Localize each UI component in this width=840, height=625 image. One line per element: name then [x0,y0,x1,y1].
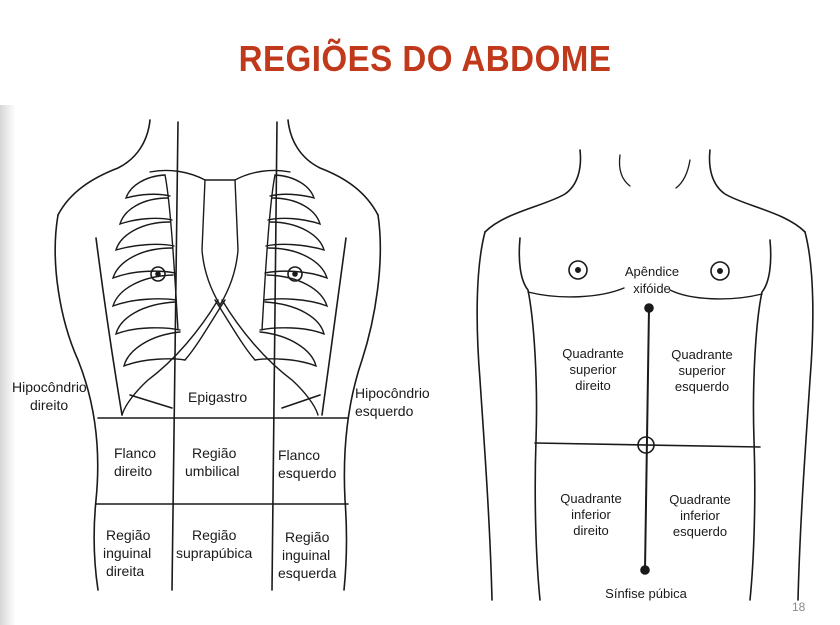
left-neck-right [57,119,151,216]
label-hipocondrio-direito-1: Hipocôndrio [12,379,87,395]
label-quadrante-superior-direito-3: direito [575,378,610,393]
label-quadrante-superior-esquerdo-3: esquerdo [675,379,729,394]
hipocondrio-pointer-right [129,394,173,409]
label-quadrante-inferior-esquerdo-2: inferior [680,508,720,523]
label-flanco-direito-1: Flanco [114,445,156,461]
left-neck-left [287,119,379,216]
label-quadrante-inferior-direito-3: direito [573,523,608,538]
label-quadrante-inferior-direito-1: Quadrante [560,491,621,506]
label-regiao-inguinal-direita-3: direita [106,563,144,579]
label-regiao-inguinal-esquerda-1: Região [285,529,330,545]
left-torso-left [321,237,347,416]
right-arm-crease-left [749,239,772,601]
label-sinfise-pubica: Sínfise púbica [605,586,687,601]
left-figure-nipple-left-dot [292,271,298,277]
quadrant-horizontal-line [534,442,761,448]
label-apendice-xifoide-1: Apêndice [625,264,679,279]
label-epigastro: Epigastro [188,389,247,405]
sternum [201,179,239,307]
label-regiao-inguinal-direita-2: inguinal [103,545,151,561]
right-arm-crease-right [518,237,541,601]
label-quadrante-superior-direito-2: superior [570,362,618,377]
costal-margin-right [121,299,219,416]
label-quadrante-inferior-direito-2: inferior [571,507,611,522]
clavicle-right [149,169,206,181]
label-regiao-inguinal-esquerda-2: inguinal [282,547,330,563]
label-regiao-umbilical-1: Região [192,445,237,461]
pectoral-line-left [669,289,763,300]
right-figure [476,149,814,601]
pubic-symphysis-point [640,565,650,575]
left-outline-right [54,214,99,591]
ribcage-left [214,174,329,368]
label-hipocondrio-esquerdo-2: esquerdo [355,403,414,419]
pectoral-line-right [527,287,625,298]
left-figure-labels: Hipocôndrio direito Epigastro Hipocôndri… [12,379,430,581]
right-neck-right [484,149,582,233]
label-regiao-suprapubica-2: suprapúbica [176,545,252,561]
costal-margin-left [221,299,319,416]
label-quadrante-superior-esquerdo-2: superior [679,363,727,378]
label-regiao-inguinal-direita-1: Região [106,527,151,543]
label-hipocondrio-esquerdo-1: Hipocôndrio [355,385,430,401]
quadrant-vertical-line [644,307,650,571]
umbilicus-marker [637,436,655,454]
label-regiao-umbilical-2: umbilical [185,463,239,479]
right-figure-nipple-right [568,260,588,280]
right-outline-right [476,231,493,601]
page-title: REGIÕES DO ABDOME [238,38,612,79]
label-quadrante-superior-direito-1: Quadrante [562,346,623,361]
label-hipocondrio-direito-2: direito [30,397,68,413]
right-figure-nipple-right-dot [574,266,581,273]
midclavicular-line-left [271,121,278,591]
label-apendice-xifoide-2: xifóide [633,281,671,296]
scan-edge-shadow [0,105,16,625]
ribcage-right [111,174,226,368]
label-regiao-inguinal-esquerda-3: esquerda [278,565,337,581]
right-neck-left [708,149,806,233]
right-outline-left [797,231,814,601]
left-figure-nipple-left [287,266,303,282]
xiphoid-point [644,303,654,313]
label-quadrante-superior-esquerdo-1: Quadrante [671,347,732,362]
label-flanco-direito-2: direito [114,463,152,479]
left-figure-nipple-right-dot [155,271,161,277]
left-figure [54,119,382,591]
label-regiao-suprapubica-1: Região [192,527,237,543]
left-outline-left [343,214,382,591]
right-clavicle-mark-1 [618,154,631,187]
right-figure-nipple-left-dot [716,267,723,274]
page-number: 18 [792,600,806,614]
hipocondrio-pointer-left [281,394,321,409]
label-flanco-esquerdo-1: Flanco [278,447,320,463]
right-figure-nipple-left [710,261,730,281]
right-clavicle-mark-2 [675,159,691,189]
left-torso-right [95,237,123,416]
label-flanco-esquerdo-2: esquerdo [278,465,337,481]
clavicle-left [234,169,291,181]
left-figure-nipple-right [150,266,166,282]
right-figure-labels: Apêndice xifóide Quadrante superior dire… [560,264,732,601]
midclavicular-line-right [171,121,179,591]
label-quadrante-inferior-esquerdo-1: Quadrante [669,492,730,507]
label-quadrante-inferior-esquerdo-3: esquerdo [673,524,727,539]
